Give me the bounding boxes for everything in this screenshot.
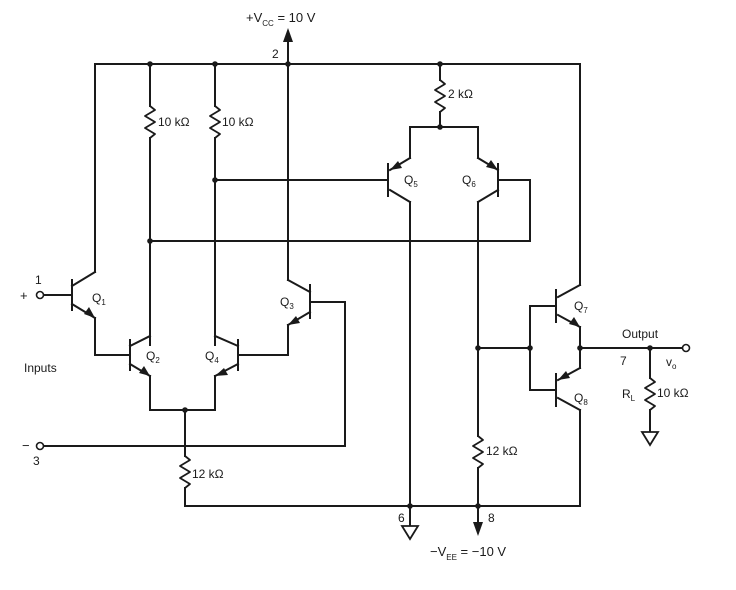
transistor-q6 xyxy=(476,126,500,437)
q3-label: Q3 xyxy=(280,295,294,311)
rl-label: RL xyxy=(622,387,636,403)
transistor-q2 xyxy=(128,334,152,411)
transistor-q4 xyxy=(213,334,289,411)
minus-sign: − xyxy=(22,438,30,453)
resistor-top xyxy=(409,63,479,130)
vcc-label: +VCC = 10 V xyxy=(246,10,316,28)
q6-base-wire xyxy=(147,179,531,244)
resistor-r1-label: 10 kΩ xyxy=(158,115,190,129)
pin-1-label: 1 xyxy=(35,273,42,287)
resistor-top-label: 2 kΩ xyxy=(448,87,473,101)
transistor-q8 xyxy=(529,366,582,507)
q1-label: Q1 xyxy=(92,291,106,307)
resistor-bias-label: 12 kΩ xyxy=(486,444,518,458)
q4-label: Q4 xyxy=(205,349,219,365)
pin-2-label: 2 xyxy=(272,47,279,61)
transistor-q7 xyxy=(529,63,582,391)
resistor-r2 xyxy=(209,63,221,346)
resistor-r1 xyxy=(144,63,156,346)
vee-label: −VEE = −10 V xyxy=(430,544,506,562)
pin-7-label: 7 xyxy=(620,354,627,368)
plus-sign: + xyxy=(20,288,28,303)
vcc-rail xyxy=(94,28,581,67)
q7-label: Q7 xyxy=(574,299,588,315)
output-wire xyxy=(577,343,691,353)
vo-label: vo xyxy=(666,355,677,371)
output-label: Output xyxy=(622,327,659,341)
resistor-r2-label: 10 kΩ xyxy=(222,115,254,129)
resistor-load xyxy=(640,347,660,447)
q8-label: Q8 xyxy=(574,391,588,407)
input-plus xyxy=(35,290,73,300)
resistor-tail xyxy=(179,455,191,507)
vee-rail xyxy=(184,503,581,536)
q2-label: Q2 xyxy=(146,349,160,365)
resistor-bias xyxy=(472,435,484,507)
ground-pin-6 xyxy=(400,525,420,541)
transistor-q3 xyxy=(286,63,346,447)
transistor-q5 xyxy=(387,126,412,526)
pin-6-label: 6 xyxy=(398,511,405,525)
q5-label: Q5 xyxy=(404,173,418,189)
transistor-q1 xyxy=(70,63,129,356)
resistor-tail-label: 12 kΩ xyxy=(192,467,224,481)
q6-label: Q6 xyxy=(462,173,476,189)
bias-node xyxy=(475,345,533,351)
pin-3-label: 3 xyxy=(33,454,40,468)
q5-base-wire xyxy=(212,177,389,183)
inputs-label: Inputs xyxy=(24,361,57,375)
tail-node xyxy=(149,407,216,457)
resistor-load-label: 10 kΩ xyxy=(657,386,689,400)
pin-8-label: 8 xyxy=(488,511,495,525)
input-minus xyxy=(35,441,346,451)
